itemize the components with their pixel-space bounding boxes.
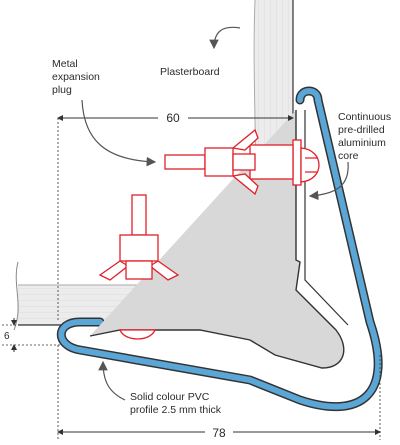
label-metal-plug-line2: expansion <box>52 71 100 83</box>
plasterboard-arrow <box>209 26 241 50</box>
expansion-plug-installed <box>164 128 259 196</box>
dim-78-text: 78 <box>212 426 226 440</box>
expansion-plug-loose <box>98 194 180 281</box>
label-metal-plug-line1: Metal <box>52 58 78 70</box>
dimension-6: 6 <box>2 318 60 352</box>
screw-upper <box>249 139 320 186</box>
label-core: Continuous pre-drilled aluminium core <box>338 111 391 162</box>
label-pvc-line1: Solid colour PVC <box>130 391 210 403</box>
plug-arrow <box>81 99 157 167</box>
label-core-line4: core <box>338 150 359 162</box>
dim-6-text: 6 <box>4 331 10 342</box>
label-core-line1: Continuous <box>338 111 391 123</box>
label-metal-plug: Metal expansion plug <box>52 58 100 96</box>
label-core-line3: aluminium <box>338 137 386 149</box>
screw-lower <box>119 329 156 340</box>
label-plasterboard: Plasterboard <box>160 66 220 78</box>
dimension-78: 78 <box>57 345 381 440</box>
dim-60-text: 60 <box>166 111 180 125</box>
dimension-60: 60 <box>57 110 294 320</box>
pvc-profile <box>56 86 383 412</box>
label-core-line2: pre-drilled <box>338 124 385 136</box>
label-pvc-line2: profile 2.5 mm thick <box>130 404 222 416</box>
pvc-arrow <box>98 360 126 401</box>
label-pvc: Solid colour PVC profile 2.5 mm thick <box>130 391 222 416</box>
label-metal-plug-line3: plug <box>52 84 72 96</box>
core-arrow <box>308 161 349 201</box>
